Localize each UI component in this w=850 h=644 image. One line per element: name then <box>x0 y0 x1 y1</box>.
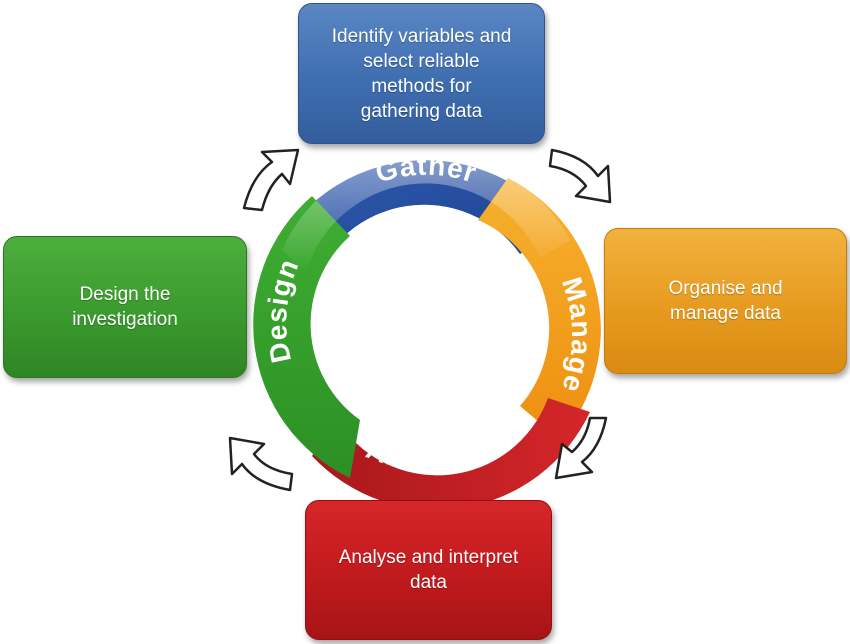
design-step-box: Design the investigation <box>3 236 247 378</box>
ring-segment-manage <box>478 178 601 440</box>
curved-arrow-icon <box>554 416 608 480</box>
ring-label-analyse: Analyse <box>362 433 478 475</box>
analyse-step-text: Analyse and interpret data <box>338 547 519 593</box>
curved-arrow-icon <box>548 148 612 204</box>
manage-step-box: Organise and manage data <box>604 228 847 374</box>
ring-segment-design <box>253 196 360 478</box>
ring <box>253 154 601 510</box>
curved-arrow-icon <box>242 148 300 212</box>
curved-arrow-icon <box>228 436 294 492</box>
design-step-text: Design the investigation <box>72 284 178 330</box>
ring-segment-analyse <box>312 398 590 510</box>
manage-step-text: Organise and manage data <box>668 278 783 324</box>
gather-step-text: Identify variables and select reliable m… <box>331 25 512 122</box>
gather-step-box: Identify variables and select reliable m… <box>298 3 545 144</box>
analyse-step-box: Analyse and interpret data <box>305 500 552 640</box>
